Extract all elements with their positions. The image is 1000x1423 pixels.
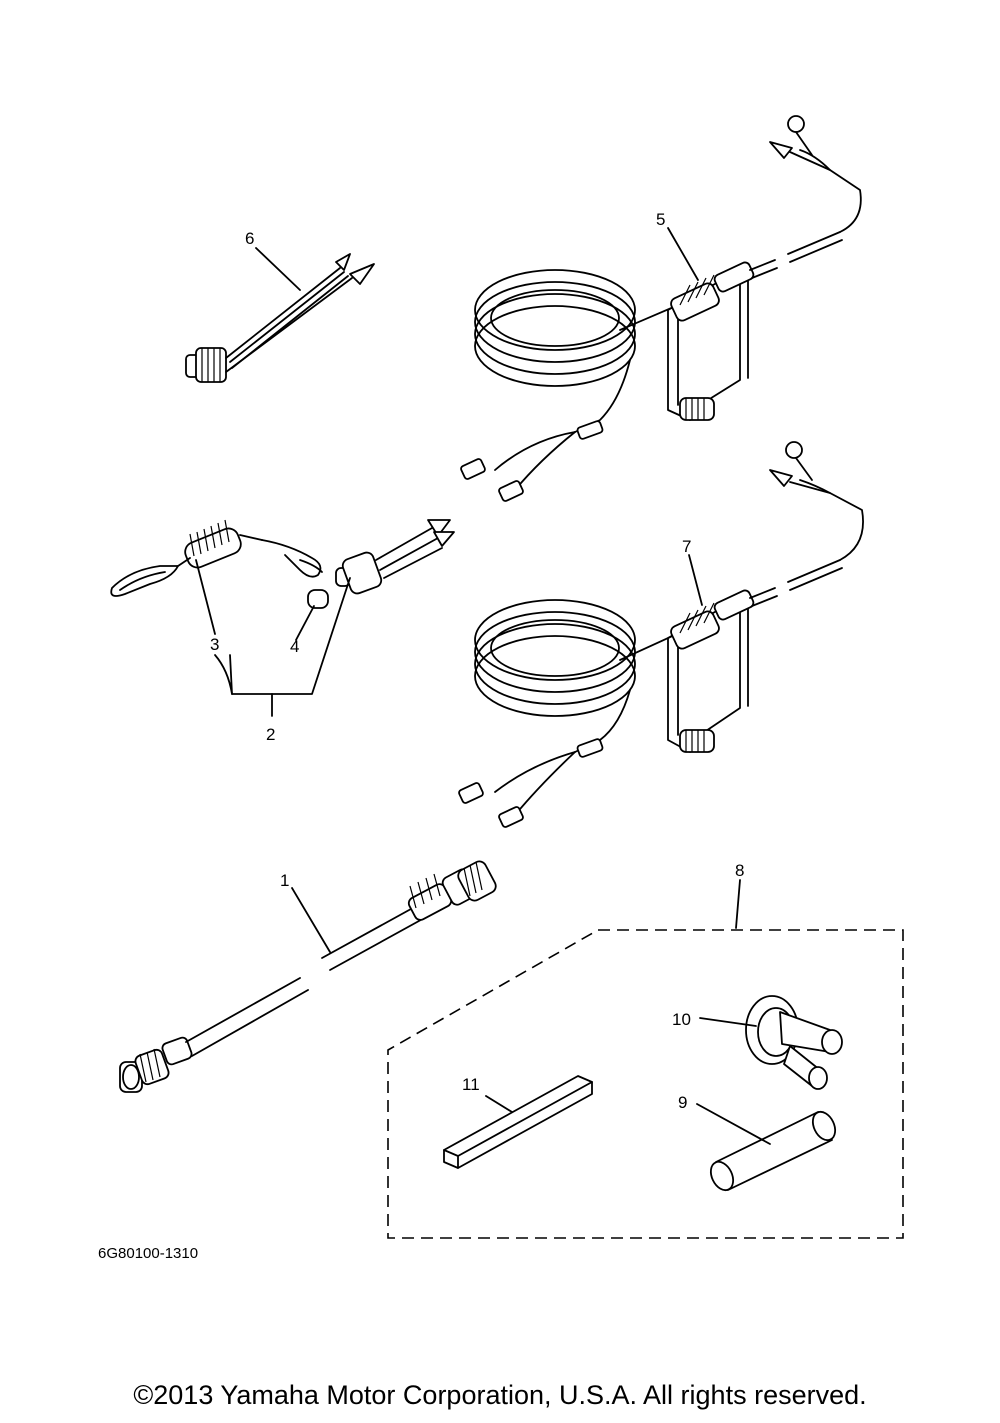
leader-lines — [195, 227, 771, 1145]
part-9-hose[interactable] — [706, 1108, 839, 1194]
callout-7: 7 — [682, 537, 691, 556]
part-1-extension-cable[interactable] — [119, 859, 498, 1093]
callout-2: 2 — [266, 725, 275, 744]
part-4-clip[interactable] — [307, 589, 329, 609]
callout-11: 11 — [462, 1075, 480, 1094]
part-2-stop-switch[interactable] — [335, 519, 455, 595]
callout-10: 10 — [672, 1010, 691, 1029]
part-7-harness-assembly[interactable] — [458, 441, 864, 828]
part-5-harness-assembly[interactable] — [460, 115, 862, 502]
drawing-code: 6G80100-1310 — [98, 1245, 198, 1262]
part-11-bar[interactable] — [443, 1075, 593, 1169]
callout-6: 6 — [245, 229, 254, 248]
part-3-lanyard[interactable] — [110, 519, 323, 597]
callout-9: 9 — [678, 1093, 687, 1112]
callout-4: 4 — [290, 637, 299, 656]
callout-1: 1 — [280, 871, 289, 890]
copyright-notice: ©2013 Yamaha Motor Corporation, U.S.A. A… — [133, 1380, 867, 1410]
part-6-lead-wire[interactable] — [185, 253, 375, 383]
callout-3: 3 — [210, 635, 219, 654]
part-10-fitting[interactable] — [745, 995, 843, 1090]
part-8-kit-outline — [387, 929, 904, 1239]
callout-5: 5 — [656, 210, 665, 229]
callout-8: 8 — [735, 861, 744, 880]
